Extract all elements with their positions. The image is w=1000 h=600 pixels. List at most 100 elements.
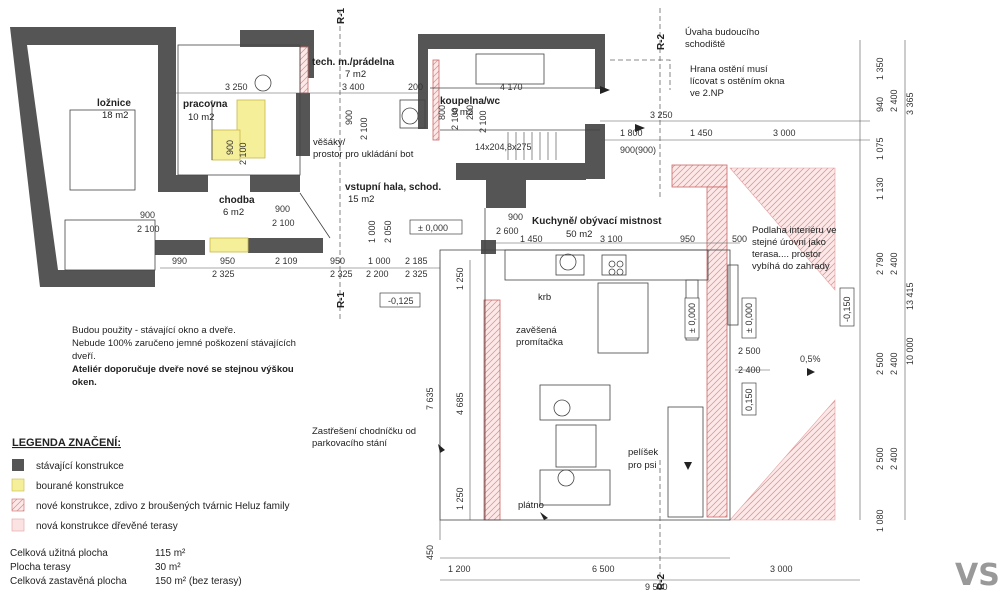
room-loznice-area: 18 m2: [102, 110, 128, 121]
svg-text:2 100: 2 100: [137, 224, 160, 234]
svg-text:2 500: 2 500: [738, 346, 761, 356]
demolished-walls: [209, 99, 266, 253]
svg-text:1 250: 1 250: [455, 487, 465, 510]
note-podlaha4: vybíhá do zahrady: [752, 261, 830, 272]
vertical-dimension-labels: 900 2 100 800 2 100 200 2 100 900 2 100 …: [225, 57, 915, 560]
legend-item-3: nová konstrukce dřevěné terasy: [36, 521, 178, 532]
stairs: [507, 132, 557, 160]
svg-text:800: 800: [437, 105, 447, 120]
svg-text:500: 500: [732, 234, 747, 244]
svg-text:7 635: 7 635: [425, 387, 435, 410]
section-labels: R-1 R-1 R-2 R-2: [336, 7, 667, 590]
note-zast1: Zastřešení chodníčku od: [312, 426, 416, 437]
total-label-1: Plocha terasy: [10, 562, 71, 573]
svg-text:1 075: 1 075: [875, 137, 885, 160]
svg-text:2 400: 2 400: [889, 447, 899, 470]
svg-text:940: 940: [875, 97, 885, 112]
svg-text:6 500: 6 500: [592, 564, 615, 574]
total-value-2: 150 m² (bez terasy): [155, 576, 242, 587]
furniture-labels: krb zavěšená promítačka plátno pelíšek p…: [475, 142, 658, 511]
note-podlaha3: terasa.... prostor: [752, 249, 821, 260]
svg-text:2 100: 2 100: [238, 142, 248, 165]
svg-text:2 100: 2 100: [450, 107, 460, 130]
svg-text:200: 200: [465, 105, 475, 120]
note-window4: Ateliér doporučuje dveře nové se stejnou…: [72, 364, 294, 375]
svg-text:200: 200: [408, 82, 423, 92]
svg-text:950: 950: [330, 256, 345, 266]
svg-text:1 450: 1 450: [690, 128, 713, 138]
note-window2: Nebude 100% zaručeno jemné poškození stá…: [72, 338, 296, 349]
section-r1-top: R-1: [336, 7, 347, 24]
room-chodba: chodba: [219, 195, 255, 206]
dimension-lines: [160, 40, 906, 581]
label-krb: krb: [538, 292, 551, 303]
level-hala: ± 0,000: [418, 223, 448, 233]
svg-text:2 790: 2 790: [875, 252, 885, 275]
logo-mark: VS: [955, 558, 1000, 593]
svg-text:2 100: 2 100: [359, 117, 369, 140]
svg-text:950: 950: [680, 234, 695, 244]
svg-text:3 000: 3 000: [773, 128, 796, 138]
legend: LEGENDA ZNAČENÍ: stávající konstrukce bo…: [11, 436, 289, 532]
level-slope: 0,5%: [800, 354, 821, 364]
svg-text:900(900): 900(900): [620, 145, 656, 155]
room-koupelna: koupelna/wc: [440, 96, 500, 107]
dimension-labels: 3 250 3 400 200 4 170 3 250 1 800 1 450 …: [137, 82, 796, 592]
area-totals: Celková užitná plocha 115 m² Plocha tera…: [10, 548, 242, 587]
legend-swatch-2: [11, 498, 25, 512]
vesaky-line1: věšáky/: [313, 137, 346, 148]
room-hala-area: 15 m2: [348, 194, 374, 205]
svg-text:900: 900: [225, 140, 235, 155]
label-platno: plátno: [518, 500, 544, 511]
svg-text:2 109: 2 109: [275, 256, 298, 266]
svg-text:2 400: 2 400: [889, 89, 899, 112]
svg-text:3 000: 3 000: [770, 564, 793, 574]
legend-title: LEGENDA ZNAČENÍ:: [12, 436, 121, 449]
note-hrana1: Hrana ostění musí: [690, 64, 768, 75]
svg-text:900: 900: [344, 110, 354, 125]
svg-text:900: 900: [140, 210, 155, 220]
svg-text:2 185: 2 185: [405, 256, 428, 266]
svg-text:1 130: 1 130: [875, 177, 885, 200]
svg-text:13 415: 13 415: [905, 282, 915, 310]
vesaky-line2: prostor pro ukládání bot: [313, 149, 414, 160]
svg-text:1 000: 1 000: [368, 256, 391, 266]
svg-text:1 800: 1 800: [620, 128, 643, 138]
dashed-lines: [339, 8, 671, 590]
note-stair1: Úvaha budoucího: [685, 27, 759, 38]
legend-swatch-1: [11, 478, 25, 492]
section-r2-top: R-2: [656, 33, 667, 50]
svg-text:2 400: 2 400: [738, 365, 761, 375]
svg-text:950: 950: [220, 256, 235, 266]
room-chodba-area: 6 m2: [223, 207, 244, 218]
arrows: [438, 86, 815, 520]
svg-text:2 600: 2 600: [496, 226, 519, 236]
svg-text:900: 900: [275, 204, 290, 214]
svg-text:990: 990: [172, 256, 187, 266]
note-hrana2: lícovat s ostěním okna: [690, 76, 785, 87]
note-podlaha1: Podlaha interiéru ve: [752, 225, 837, 236]
svg-text:9 500: 9 500: [645, 582, 668, 592]
svg-text:2 325: 2 325: [212, 269, 235, 279]
note-window1: Budou použity - stávající okno a dveře.: [72, 325, 236, 336]
svg-text:2 500: 2 500: [875, 352, 885, 375]
svg-text:450: 450: [425, 545, 435, 560]
total-value-0: 115 m²: [155, 548, 186, 559]
svg-text:3 365: 3 365: [905, 92, 915, 115]
label-promitacka2: promítačka: [516, 337, 564, 348]
room-loznice: ložnice: [97, 98, 131, 109]
note-stair2: schodiště: [685, 39, 725, 50]
level-150: 0,150: [744, 388, 754, 411]
note-window3: dveří.: [72, 351, 96, 362]
level-obyvak1: ± 0,000: [687, 303, 697, 333]
note-window5: oken.: [72, 377, 97, 388]
svg-text:2 325: 2 325: [405, 269, 428, 279]
svg-text:1 000: 1 000: [367, 220, 377, 243]
total-label-2: Celková zastavěná plocha: [10, 576, 127, 587]
svg-text:3 250: 3 250: [225, 82, 248, 92]
total-value-1: 30 m²: [155, 562, 181, 573]
logo: VS: [955, 558, 1000, 593]
svg-text:3 250: 3 250: [650, 110, 673, 120]
room-pracovna: pracovna: [183, 99, 228, 110]
